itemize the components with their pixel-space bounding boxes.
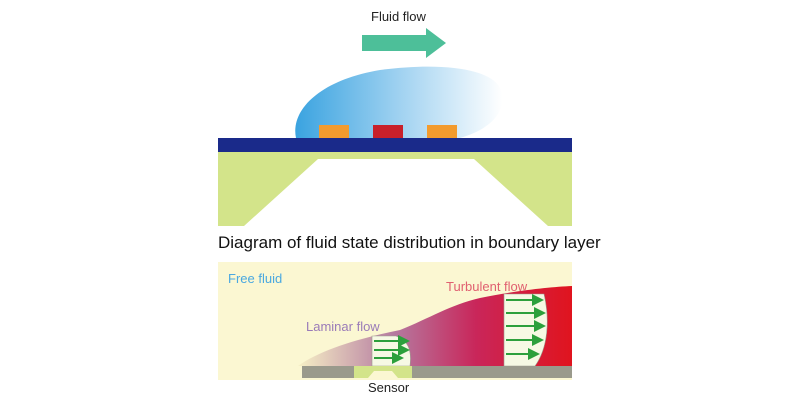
- sensor-body: [354, 366, 412, 378]
- sensor-pad-left: [319, 125, 349, 138]
- sensor-pad-right: [427, 125, 457, 138]
- free-fluid-label: Free fluid: [228, 271, 283, 286]
- substrate-layer: [218, 138, 572, 152]
- turbulent-velocity-arrows: [506, 294, 546, 360]
- membrane-support: [218, 152, 572, 226]
- base-plate-left: [302, 366, 354, 378]
- heater-element: [373, 125, 403, 138]
- sensor-label: Sensor: [368, 380, 410, 395]
- turbulent-profile-curve: [503, 293, 548, 367]
- fluid-flow-arrow-icon: [362, 28, 446, 58]
- fluid-bubble: [295, 66, 503, 138]
- laminar-velocity-arrows: [374, 335, 410, 364]
- fluid-flow-label: Fluid flow: [371, 9, 426, 24]
- boundary-layer-profile: [298, 286, 572, 366]
- laminar-flow-label: Laminar flow: [306, 319, 380, 334]
- turbulent-flow-label: Turbulent flow: [446, 279, 528, 294]
- diagram-caption: Diagram of fluid state distribution in b…: [218, 233, 601, 252]
- base-plate-right: [412, 366, 572, 378]
